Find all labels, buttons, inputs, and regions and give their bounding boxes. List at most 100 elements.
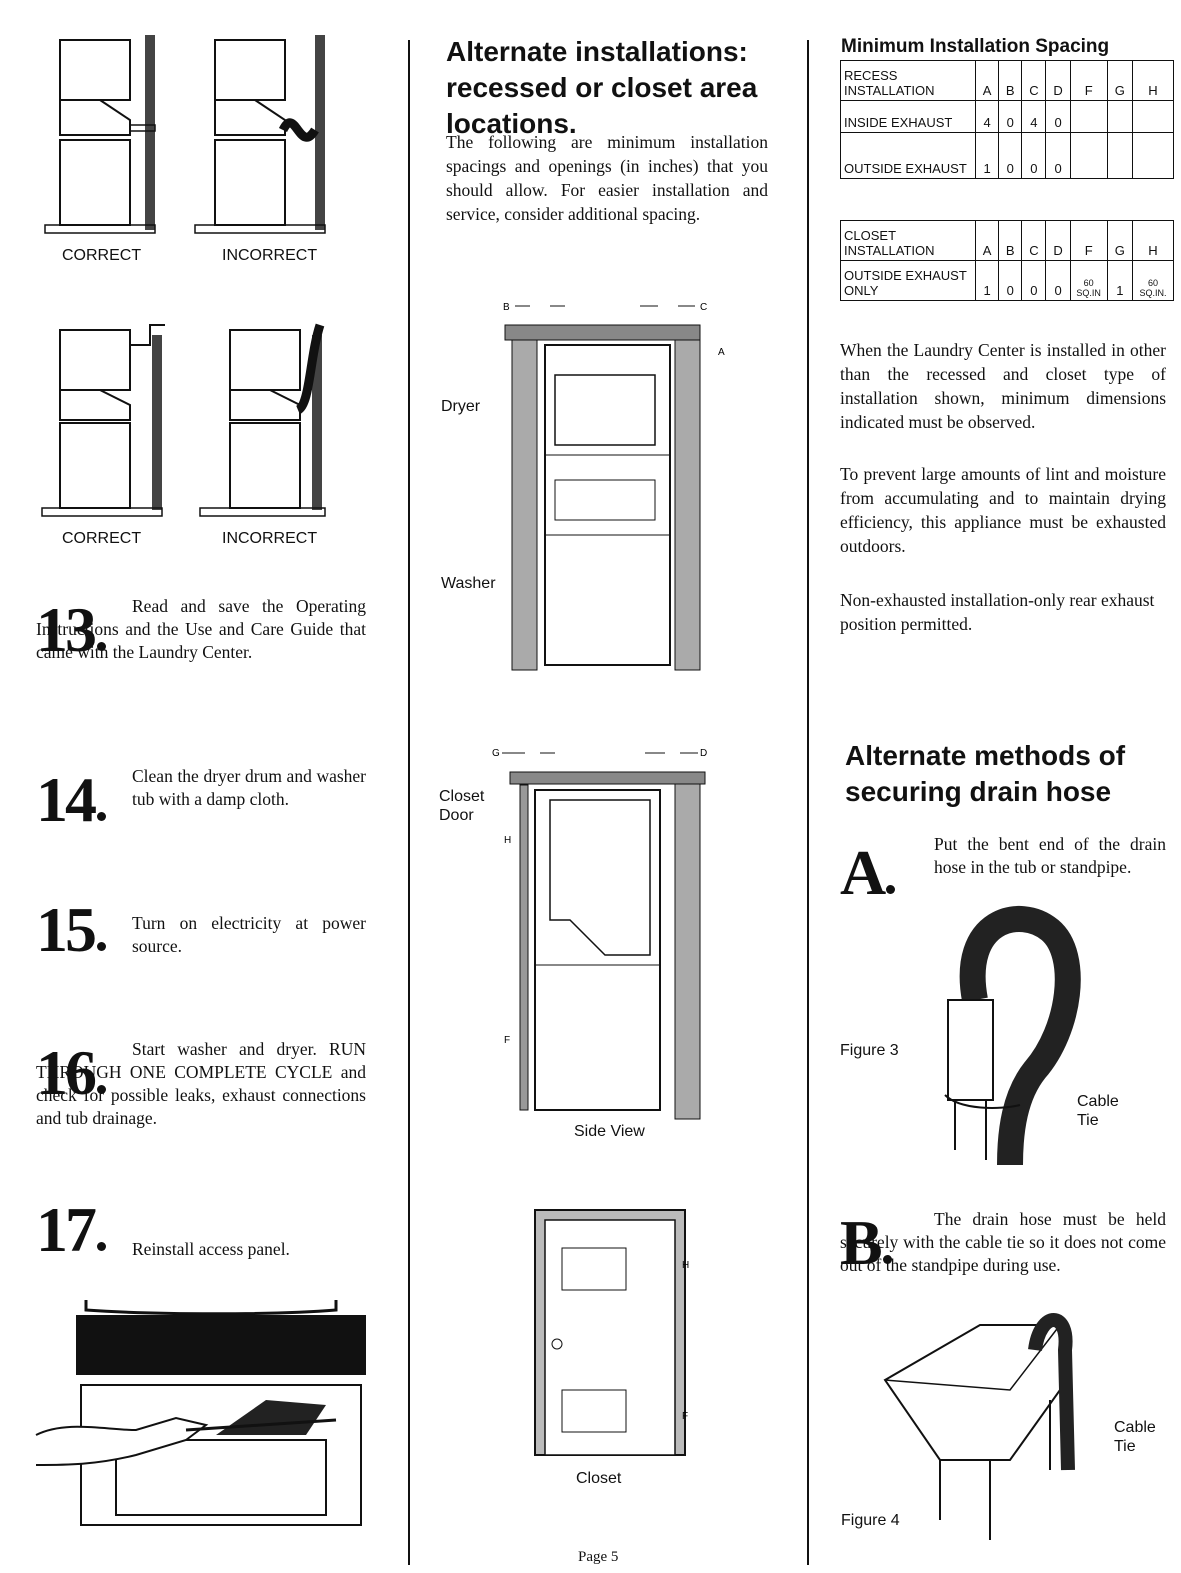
table-cell — [1132, 100, 1174, 133]
table-cell: H — [1132, 220, 1174, 261]
dim-label-h: H — [504, 835, 511, 846]
table-cell: G — [1106, 220, 1134, 261]
dim-label-d: D — [700, 748, 707, 759]
table-row: INSIDE EXHAUST 4 0 4 0 — [840, 100, 1174, 133]
alternate-installations-intro: The following are minimum installation s… — [446, 132, 768, 224]
table-cell: 1 — [1106, 260, 1134, 301]
caption-correct-1: CORRECT — [62, 247, 142, 264]
step-13-number: 13 — [36, 594, 97, 665]
label-cable-tie-figure-4: Cable Tie — [1114, 1419, 1156, 1455]
table-cell: 0 — [1045, 100, 1071, 133]
table-cell: 0 — [1021, 132, 1047, 179]
caption-figure-4: Figure 4 — [841, 1512, 900, 1529]
step-17: 17 Reinstall access panel. — [36, 1198, 366, 1262]
paragraph-exhaust-outdoors: To prevent large amounts of lint and moi… — [840, 464, 1166, 556]
method-a-text: Put the bent end of the drain hose in th… — [934, 834, 1166, 877]
table-cell: CLOSET INSTALLATION — [840, 220, 976, 261]
step-14: 14 Clean the dryer drum and washer tub w… — [36, 765, 366, 832]
stack-correct-illustration-1 — [44, 35, 156, 234]
step-17-text: Reinstall access panel. — [132, 1239, 290, 1259]
step-14-text: Clean the dryer drum and washer tub with… — [132, 766, 366, 809]
table-cell: 0 — [1045, 132, 1071, 179]
step-16: 16 Start washer and dryer. RUN THROUGH O… — [36, 1038, 366, 1130]
method-b: B The drain hose must be held securely w… — [840, 1208, 1166, 1277]
caption-side-view: Side View — [574, 1123, 645, 1140]
label-washer: Washer — [441, 575, 496, 592]
stack-correct-illustration-2 — [41, 324, 165, 517]
closet-spacing-table: CLOSET INSTALLATION A B C D F G H OUTSID… — [840, 220, 1174, 301]
dim-label-f-closet: F — [682, 1411, 688, 1422]
paragraph-non-exhausted: Non-exhausted installation-only rear exh… — [840, 590, 1155, 634]
table-cell: A — [974, 60, 1000, 101]
table-cell: INSIDE EXHAUST — [840, 100, 976, 133]
table-cell: G — [1106, 60, 1134, 101]
access-panel-illustration — [35, 1300, 366, 1526]
dim-label-b: B — [503, 302, 510, 313]
table-cell: 4 — [1021, 100, 1047, 133]
dim-label-g: G — [492, 748, 500, 759]
drain-hose-tub-illustration — [883, 1313, 1075, 1540]
closet-door-diagram: H F — [534, 1209, 689, 1456]
table-row: RECESS INSTALLATION A B C D F G H — [840, 60, 1174, 101]
paragraph-other-installations: When the Laundry Center is installed in … — [840, 340, 1166, 432]
caption-correct-2: CORRECT — [62, 530, 142, 547]
table-cell: B — [998, 220, 1023, 261]
table-cell: A — [974, 220, 1000, 261]
column-divider-left — [408, 40, 410, 1565]
table-cell: OUTSIDE EXHAUST ONLY — [840, 260, 976, 301]
table-cell — [1106, 100, 1134, 133]
table-cell: F — [1069, 60, 1108, 101]
table-cell — [1132, 132, 1174, 179]
page-number: Page 5 — [578, 1549, 619, 1565]
stack-incorrect-illustration-1 — [194, 35, 326, 234]
method-a: A Put the bent end of the drain hose in … — [840, 833, 1166, 905]
table-cell: D — [1045, 60, 1071, 101]
drain-hose-heading: Alternate methods of securing drain hose — [845, 740, 1126, 807]
table-cell: H — [1132, 60, 1174, 101]
table-cell: 1 — [974, 260, 1000, 301]
table-row: OUTSIDE EXHAUST ONLY 1 0 0 0 60 SQ.IN 1 … — [840, 260, 1174, 301]
drain-hose-standpipe-illustration — [944, 905, 1081, 1166]
step-15-text: Turn on electricity at power source. — [132, 913, 366, 956]
caption-incorrect-1: INCORRECT — [222, 247, 318, 264]
step-13: 13 Read and save the Operating Instructi… — [36, 595, 366, 664]
table-cell: B — [998, 60, 1023, 101]
label-closet-door: Closet Door — [439, 788, 485, 824]
table-cell — [1106, 132, 1134, 179]
dim-label-c: C — [700, 302, 707, 313]
table-cell: 0 — [998, 260, 1023, 301]
stack-incorrect-illustration-2 — [199, 323, 326, 517]
recess-installation-diagram: B C A — [503, 302, 725, 671]
caption-figure-3: Figure 3 — [840, 1042, 899, 1059]
recess-spacing-table: RECESS INSTALLATION A B C D F G H INSIDE… — [840, 60, 1174, 179]
column-divider-right — [807, 40, 809, 1565]
table-cell — [1069, 132, 1108, 179]
table-cell: F — [1069, 220, 1108, 261]
table-cell: OUTSIDE EXHAUST — [840, 132, 976, 179]
table-cell: 4 — [974, 100, 1000, 133]
table-cell: C — [1021, 60, 1047, 101]
dim-label-a: A — [718, 347, 725, 358]
label-dryer: Dryer — [441, 398, 481, 415]
label-cable-tie-figure-3: Cable Tie — [1077, 1093, 1119, 1129]
table-cell: 60 SQ.IN. — [1132, 260, 1174, 301]
table-row: CLOSET INSTALLATION A B C D F G H — [840, 220, 1174, 261]
step-16-number: 16 — [36, 1037, 97, 1108]
step-13-text: Read and save the Operating Instructions… — [36, 596, 366, 662]
method-a-letter: A — [840, 837, 886, 908]
step-15: 15 Turn on electricity at power source. — [36, 898, 366, 962]
method-b-letter: B — [840, 1207, 883, 1278]
table-cell: 1 — [974, 132, 1000, 179]
step-16-text: Start washer and dryer. RUN THROUGH ONE … — [36, 1039, 366, 1128]
table-cell: 60 SQ.IN — [1069, 260, 1108, 301]
table-cell: D — [1045, 220, 1071, 261]
dim-label-h-closet: H — [682, 1260, 689, 1271]
caption-closet: Closet — [576, 1470, 622, 1487]
table-cell: 0 — [1021, 260, 1047, 301]
step-17-number: 17 — [36, 1194, 97, 1265]
closet-side-view-diagram: G D H F — [492, 748, 707, 1120]
alternate-installations-heading: Alternate installations: recessed or clo… — [446, 36, 758, 139]
step-15-number: 15 — [36, 894, 97, 965]
caption-incorrect-2: INCORRECT — [222, 530, 318, 547]
table-row: OUTSIDE EXHAUST 1 0 0 0 — [840, 132, 1174, 179]
